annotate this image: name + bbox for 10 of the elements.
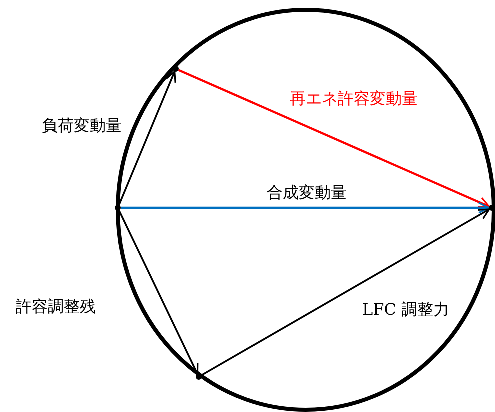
arrow [201,208,490,376]
edge-label: 合成変動量 [266,184,348,202]
edge-label: 再エネ許容変動量 [289,90,419,108]
arrow [121,202,490,214]
arrow [118,70,176,206]
vertex-point [489,205,495,211]
vertex-point [196,374,202,380]
edge-label: 許容調整残 [15,298,97,316]
arrow [178,69,490,208]
edge-label: 負荷変動量 [41,117,123,135]
